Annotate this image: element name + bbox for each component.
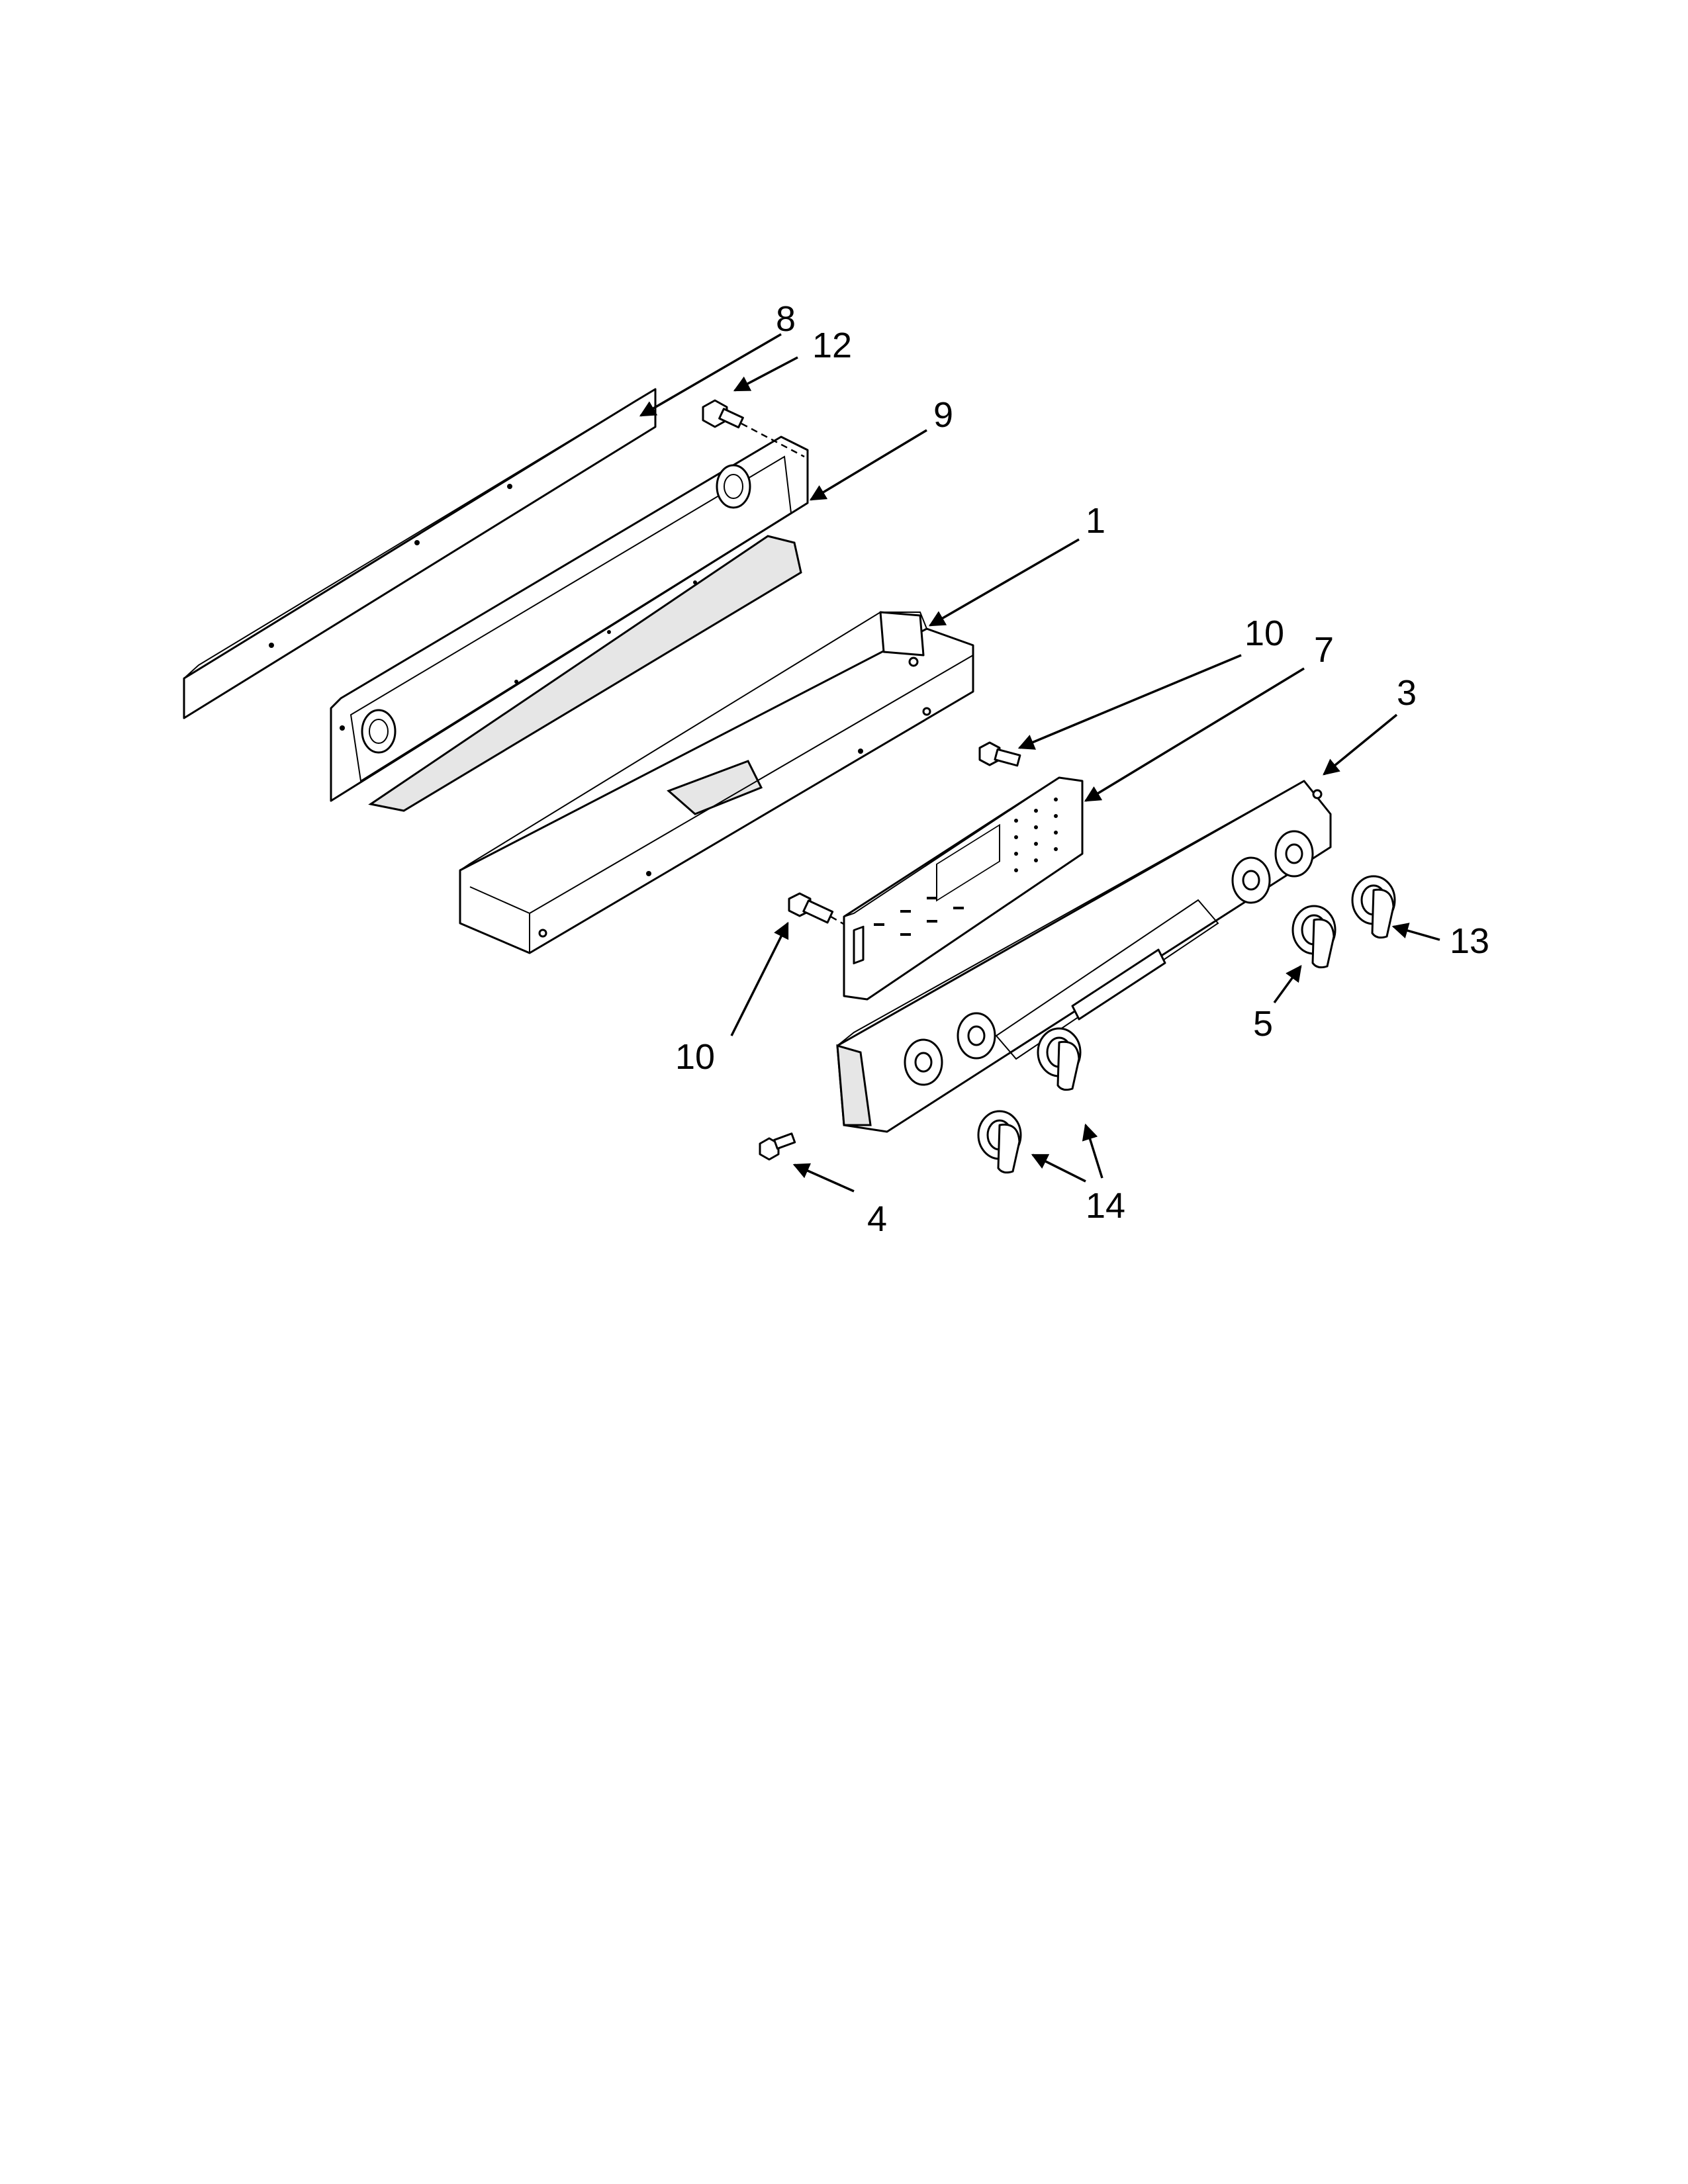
leader-9 xyxy=(809,429,927,501)
callout-4: 4 xyxy=(867,1199,887,1239)
callout-3: 3 xyxy=(1397,673,1417,713)
callout-8: 8 xyxy=(776,299,796,339)
callout-9: 9 xyxy=(933,395,953,435)
leader-5 xyxy=(1273,965,1302,1004)
callout-12: 12 xyxy=(812,326,852,365)
part-1-bracket xyxy=(459,611,974,954)
callout-7: 7 xyxy=(1314,630,1334,670)
part-7-control-board xyxy=(843,776,1084,1001)
callout-labels: 8 12 9 1 10 7 3 13 5 10 4 14 xyxy=(675,299,1489,1239)
leader-3 xyxy=(1323,713,1398,776)
leader-10-upper xyxy=(1017,654,1242,750)
leader-10-lower xyxy=(730,921,789,1036)
leader-12 xyxy=(733,356,798,392)
leader-14b xyxy=(1082,1123,1103,1179)
part-12-screw xyxy=(702,399,805,458)
leader-7 xyxy=(1084,667,1305,802)
part-14-knob-b xyxy=(977,1110,1022,1174)
part-5-knob xyxy=(1291,905,1336,969)
leader-13 xyxy=(1391,923,1440,941)
callout-1: 1 xyxy=(1086,501,1105,541)
leader-4 xyxy=(792,1163,855,1193)
callout-13: 13 xyxy=(1450,921,1489,961)
callout-14: 14 xyxy=(1086,1186,1125,1226)
leader-lines xyxy=(639,333,1440,1193)
leader-1 xyxy=(928,538,1080,627)
leader-8 xyxy=(639,333,782,417)
part-14-knob-a xyxy=(1037,1027,1082,1091)
callout-5: 5 xyxy=(1253,1004,1273,1044)
part-13-knob xyxy=(1351,875,1396,939)
callout-10-lower: 10 xyxy=(675,1037,715,1077)
part-10-screw-upper xyxy=(978,741,1021,767)
callout-10-upper: 10 xyxy=(1244,614,1284,653)
leader-14a xyxy=(1031,1154,1086,1183)
part-3-console xyxy=(836,780,1332,1133)
part-9-housing xyxy=(330,435,809,812)
part-10-screw-lower xyxy=(788,892,855,931)
part-4-screw xyxy=(759,1132,796,1161)
